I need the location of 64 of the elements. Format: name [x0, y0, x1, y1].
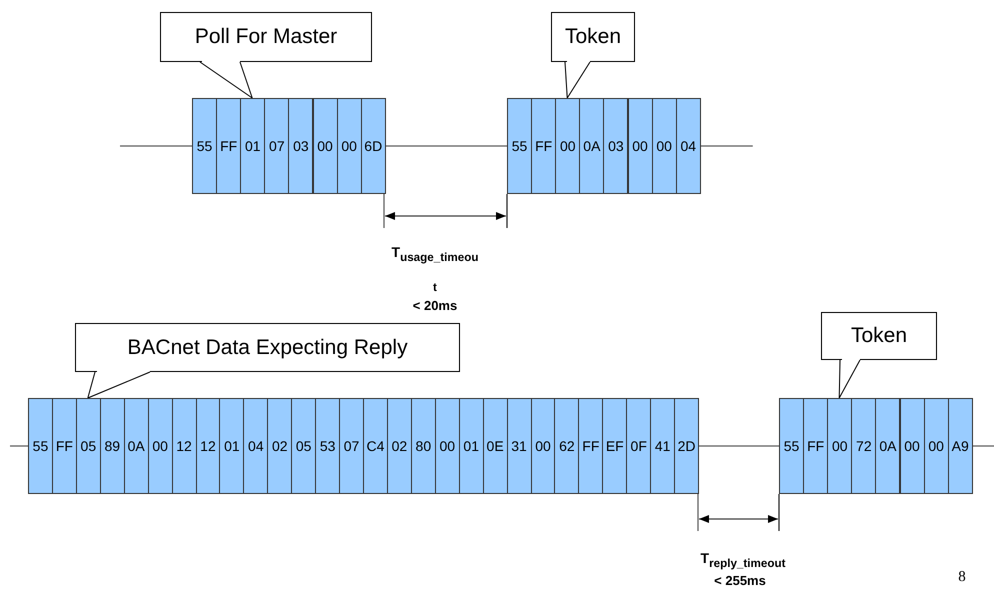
byte-cell: 00	[924, 398, 949, 494]
byte-cell: 53	[315, 398, 340, 494]
byte-cell: 03	[603, 98, 628, 194]
byte-cell: 00	[900, 398, 925, 494]
callout-pointer	[87, 372, 150, 398]
byte-cell: 04	[243, 398, 268, 494]
byte-cell: 00	[628, 98, 653, 194]
byte-cell: 00	[336, 98, 362, 194]
callout-pointer	[564, 62, 590, 98]
byte-cell: 0F	[626, 398, 652, 494]
byte-cell: FF	[803, 398, 828, 494]
byte-cell: 0A	[579, 98, 604, 194]
page-number: 8	[957, 569, 967, 586]
byte-cell: 31	[506, 398, 532, 494]
callout-bubble: Token	[821, 312, 937, 360]
timing-label: T$_{reply_timeout}$	[700, 549, 786, 572]
byte-cell: 12	[196, 398, 220, 494]
callout-bubble: Poll For Master	[160, 12, 372, 62]
byte-cell: 00	[312, 98, 338, 194]
byte-cell: 0E	[482, 398, 508, 494]
byte-cell: FF	[216, 98, 242, 194]
byte-cell: 01	[458, 398, 484, 494]
byte-cell: 07	[264, 98, 290, 194]
byte-cell: 55	[779, 398, 804, 494]
byte-cell: 03	[288, 98, 314, 194]
byte-cell: 00	[652, 98, 677, 194]
callout-bubble: BACnet Data Expecting Reply	[75, 323, 460, 372]
byte-cell: 89	[100, 398, 125, 494]
byte-cell: 55	[192, 98, 218, 194]
byte-cell: 72	[851, 398, 876, 494]
byte-cell: 07	[339, 398, 364, 494]
byte-cell: 2D	[674, 398, 700, 494]
byte-cell: 01	[240, 98, 266, 194]
timing-value: < 20ms	[412, 298, 458, 313]
byte-cell: 80	[410, 398, 436, 494]
callout-pointer	[200, 62, 253, 98]
byte-cell: 05	[291, 398, 316, 494]
byte-cell: EF	[602, 398, 628, 494]
callout-bubble: Token	[551, 12, 635, 62]
byte-cell: 55	[507, 98, 532, 194]
byte-cell: 00	[827, 398, 852, 494]
byte-cell: C4	[363, 398, 388, 494]
byte-cell: 55	[28, 398, 53, 494]
byte-cell: 00	[148, 398, 173, 494]
byte-cell: A9	[948, 398, 973, 494]
callout-pointer	[838, 360, 860, 398]
byte-cell: 0A	[875, 398, 900, 494]
byte-cell: 00	[434, 398, 460, 494]
byte-cell: 12	[172, 398, 196, 494]
byte-cell: 0A	[124, 398, 149, 494]
byte-cell: 02	[267, 398, 292, 494]
byte-cell: 62	[554, 398, 580, 494]
byte-cell: 41	[650, 398, 676, 494]
byte-cell: 05	[76, 398, 101, 494]
byte-cell: 00	[530, 398, 556, 494]
byte-cell: 04	[676, 98, 701, 194]
byte-cell: 6D	[360, 98, 386, 194]
byte-cell: 00	[555, 98, 580, 194]
timing-value: < 255ms	[713, 573, 767, 588]
byte-cell: FF	[52, 398, 77, 494]
byte-cell: 01	[219, 398, 244, 494]
byte-cell: FF	[531, 98, 556, 194]
byte-cell: 02	[386, 398, 412, 494]
byte-cell: FF	[578, 398, 604, 494]
